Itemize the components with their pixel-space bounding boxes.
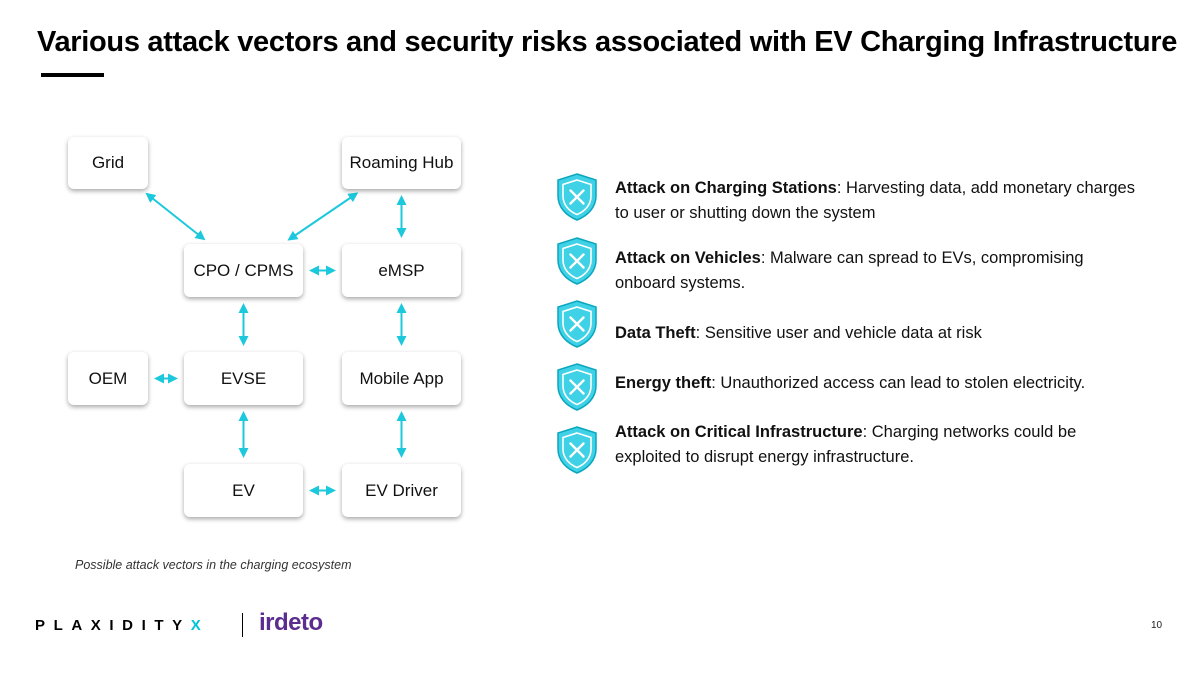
arrow-roaming_hub-cpo_cpms [287, 192, 359, 241]
node-ev: EV [184, 464, 303, 517]
node-grid: Grid [68, 137, 148, 189]
shield-x-icon [557, 426, 597, 474]
node-roaming-hub: Roaming Hub [342, 137, 461, 189]
footer-divider [242, 613, 243, 637]
attack-vector-diagram: Grid Roaming Hub CPO / CPMS eMSP OEM EVS… [0, 0, 520, 600]
title-underline [41, 73, 104, 77]
shield-x-icon [557, 237, 597, 285]
risk-title: Attack on Critical Infrastructure [615, 423, 863, 441]
risk-title: Attack on Vehicles [615, 249, 761, 267]
node-mobile-app: Mobile App [342, 352, 461, 405]
logo-x-text: X [190, 617, 210, 634]
risk-title: Energy theft [615, 374, 712, 392]
plaxidityx-logo: PLAXIDITYX [35, 617, 209, 634]
risk-description: : Unauthorized access can lead to stolen… [711, 374, 1086, 392]
node-oem: OEM [68, 352, 148, 405]
page-number: 10 [1151, 620, 1163, 631]
node-evse: EVSE [184, 352, 303, 405]
node-ev-driver: EV Driver [342, 464, 461, 517]
arrow-grid-cpo_cpms [145, 192, 206, 241]
shield-x-icon [557, 173, 597, 221]
shield-x-icon [557, 300, 597, 348]
risk-description: : Sensitive user and vehicle data at ris… [695, 324, 982, 342]
irdeto-logo: irdeto [259, 609, 323, 636]
logo-main-text: PLAXIDITY [35, 617, 191, 634]
risk-title: Attack on Charging Stations [615, 179, 837, 197]
risk-description: : Malware can spread to EVs, compromisin… [615, 249, 1084, 292]
risk-description: : Harvesting data, add monetary charges … [615, 179, 1135, 222]
node-emsp: eMSP [342, 244, 461, 297]
diagram-arrows [145, 192, 407, 496]
risk-title: Data Theft [615, 324, 696, 342]
node-cpo-cpms: CPO / CPMS [184, 244, 303, 297]
slide-title: Various attack vectors and security risk… [37, 26, 1178, 58]
diagram-caption: Possible attack vectors in the charging … [75, 558, 352, 572]
risk-description: : Charging networks could be exploited t… [615, 423, 1077, 466]
shield-x-icon [557, 363, 597, 411]
